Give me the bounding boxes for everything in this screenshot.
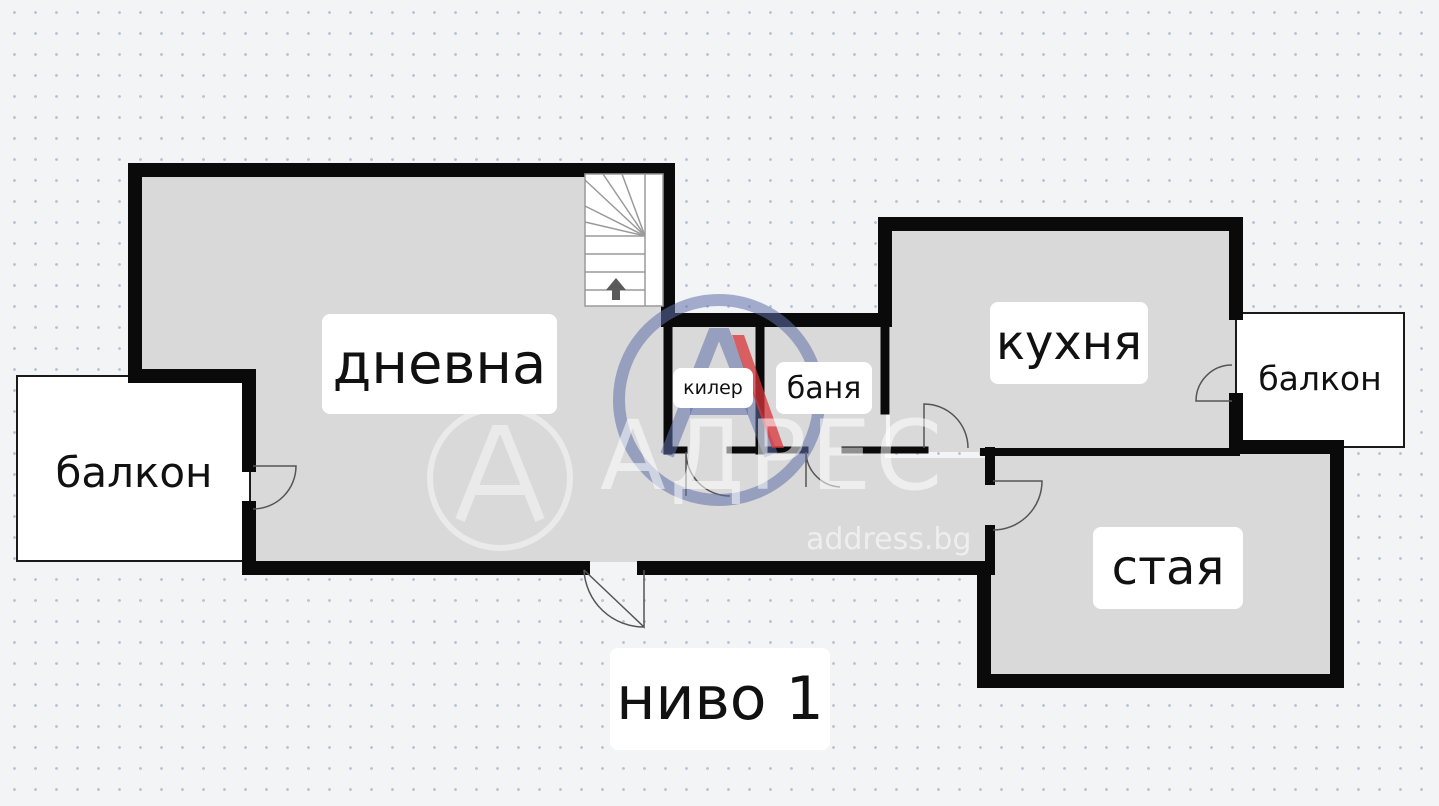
- walls: [128, 163, 1344, 688]
- staircase: [584, 173, 664, 307]
- door-kitchen: [923, 403, 969, 449]
- door-room: [992, 480, 1043, 531]
- door-entrance: [583, 569, 645, 629]
- room-label-balcony-right: балкон: [1258, 358, 1382, 398]
- room-label-living: дневна: [322, 314, 557, 414]
- floor-living: [135, 170, 990, 562]
- room-label-kitchen: кухня: [990, 302, 1148, 384]
- level-label: ниво 1: [610, 648, 830, 750]
- balcony-left: [16, 375, 251, 562]
- room-label-bathroom: баня: [776, 362, 872, 414]
- doors: [252, 364, 1233, 629]
- room-label-room: стая: [1093, 527, 1243, 609]
- room-label-balcony-left: балкон: [55, 447, 213, 497]
- stair-arrow-icon: [606, 278, 626, 300]
- watermark-site: address.bg: [806, 522, 972, 557]
- door-balcony-right: [1195, 364, 1233, 402]
- watermark-brand: АДРЕС: [600, 400, 947, 512]
- watermark-accent-icon: [732, 335, 784, 448]
- door-balcony-left: [252, 465, 297, 510]
- room-label-pantry: килер: [673, 368, 753, 408]
